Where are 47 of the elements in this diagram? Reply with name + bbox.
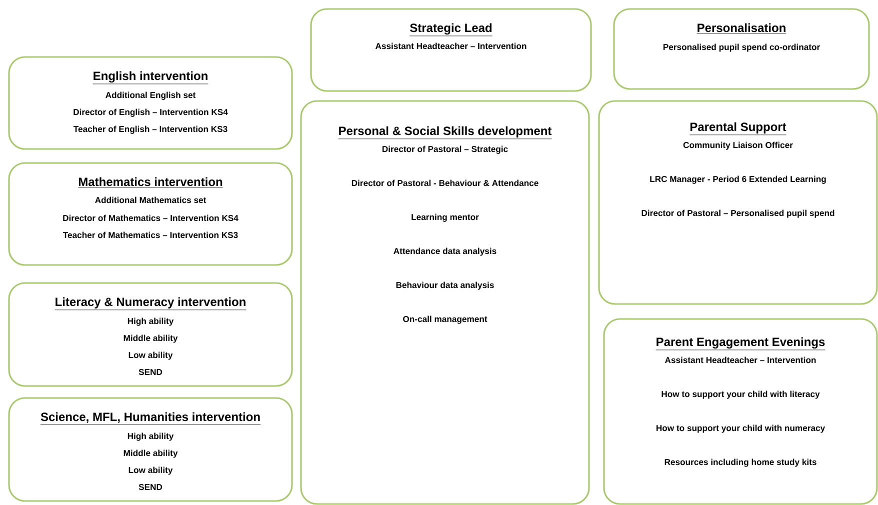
role-text: Middle ability [124,334,178,343]
role-text: Director of Pastoral - Behaviour & Attendance [352,180,538,186]
role-text: SEND [138,368,162,376]
role-text: High ability [128,432,174,441]
box-heading: Science, MFL, Humanities intervention [40,412,261,424]
role-text: Director of Pastoral – Personalised pupil spend [642,210,834,218]
rounded-box [8,162,293,266]
role-text: Middle ability [124,450,178,458]
role-text: Assistant Headteacher – Intervention [664,356,816,364]
role-text: SEND [138,484,162,490]
rounded-box [8,56,293,150]
box-heading: Mathematics intervention [78,177,224,188]
rounded-box [310,8,592,92]
box-heading: Parental Support [689,122,787,136]
rounded-box [300,100,590,505]
rounded-box [598,100,878,305]
role-text: Additional Mathematics set [95,196,206,204]
role-text: Teacher of English – Intervention KS3 [74,126,228,134]
role-text: Learning mentor [412,214,479,222]
role-text: High ability [128,318,174,326]
rounded-box [613,8,870,90]
role-text: How to support your child with literacy [662,390,820,399]
role-text: LRC Manager - Period 6 Extended Learning [650,176,826,184]
role-text: Additional English set [106,92,196,100]
role-text: How to support your child with numeracy [656,424,826,433]
role-text: Personalised pupil spend co-ordinator [663,44,820,52]
role-text: Low ability [128,352,173,360]
role-text: Director of Pastoral – Strategic [382,146,508,154]
box-heading: Strategic Lead [409,23,493,36]
role-text: Low ability [128,466,173,475]
role-text: Assistant Headteacher – Intervention [375,42,526,50]
role-text: Resources including home study kits [664,458,816,467]
box-heading: English intervention [92,71,208,84]
role-text: Behaviour data analysis [396,282,494,290]
role-text: Community Liaison Officer [683,142,793,150]
box-heading: Personal & Social Skills development [338,126,552,140]
box-heading: Personalisation [696,23,786,34]
role-text: On-call management [403,316,488,324]
rounded-box [603,318,878,505]
rounded-box [8,282,293,387]
box-heading: Parent Engagement Evenings [656,337,826,350]
role-text: Teacher of Mathematics – Intervention KS3 [62,232,238,238]
role-text: Attendance data analysis [394,248,496,256]
rounded-box [8,397,293,502]
box-heading: Literacy & Numeracy intervention [54,297,246,310]
role-text: Director of English – Intervention KS4 [74,108,228,117]
role-text: Director of Mathematics – Intervention KS4 [63,214,238,222]
